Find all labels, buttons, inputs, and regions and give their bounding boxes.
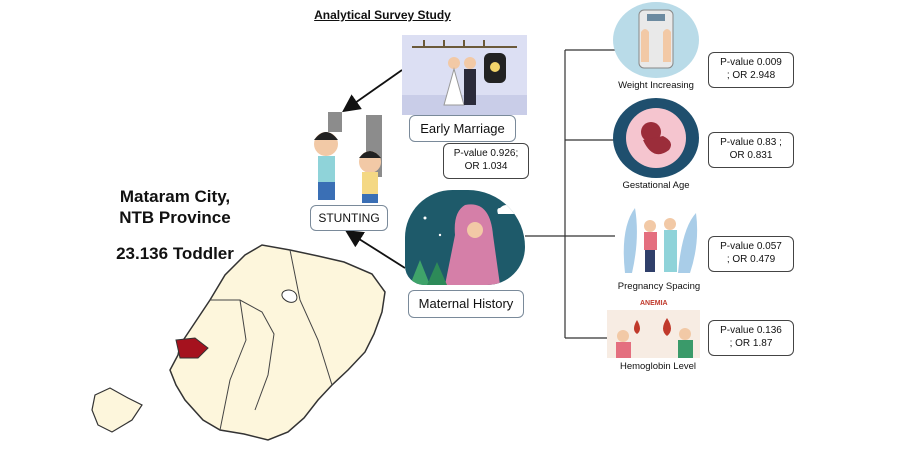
stunting-children-illustration <box>298 110 398 205</box>
factor-stat-weight-line2: ; OR 2.948 <box>726 70 776 81</box>
pregnancy-spacing-illustration <box>620 198 700 278</box>
map-border-1 <box>210 299 275 411</box>
factor-caption-hemoglobin: Hemoglobin Level <box>619 361 697 372</box>
map-border-2 <box>219 299 247 431</box>
weight-scale-illustration <box>613 2 699 78</box>
early-marriage-box: Early Marriage <box>409 115 516 142</box>
maternal-history-box: Maternal History <box>408 290 524 318</box>
map-border-3 <box>289 249 333 386</box>
location-label: Mataram City, NTB Province <box>95 186 255 228</box>
wedding-illustration <box>402 35 527 115</box>
factor-stat-gestational-line1: P-value 0.83 ; <box>720 137 782 148</box>
early-marriage-stat-line2: OR 1.034 <box>464 161 508 172</box>
anemia-label: ANEMIA <box>640 300 668 307</box>
map-lake <box>281 289 298 303</box>
factor-stats-hemoglobin: P-value 0.136 ; OR 1.87 <box>708 320 794 356</box>
population-label: 23.136 Toddler <box>116 244 234 263</box>
factor-stats-gestational: P-value 0.83 ; OR 0.831 <box>708 132 794 168</box>
factor-stat-hemoglobin-line1: P-value 0.136 <box>720 325 782 336</box>
factor-stat-spacing-line2: ; OR 0.479 <box>726 254 776 265</box>
early-marriage-stats: P-value 0.926; OR 1.034 <box>443 143 529 179</box>
factor-caption-spacing: Pregnancy Spacing <box>617 281 701 292</box>
factor-stat-gestational-line2: OR 0.831 <box>729 150 773 161</box>
maternal-illustration <box>405 190 525 285</box>
location-line2: NTB Province <box>119 208 231 227</box>
factor-stats-weight: P-value 0.009 ; OR 2.948 <box>708 52 794 88</box>
early-marriage-stat-line1: P-value 0.926; <box>453 148 519 159</box>
hemoglobin-illustration <box>607 310 700 358</box>
map-island <box>169 244 386 441</box>
factor-caption-weight: Weight Increasing <box>618 80 694 91</box>
stunting-box: STUNTING <box>310 205 388 231</box>
map-west-tip <box>91 387 143 433</box>
mataram-city-region <box>175 337 209 359</box>
diagram-title: Analytical Survey Study <box>314 8 451 22</box>
factor-stat-spacing-line1: P-value 0.057 <box>720 241 782 252</box>
factor-stats-spacing: P-value 0.057 ; OR 0.479 <box>708 236 794 272</box>
location-line1: Mataram City, <box>119 187 231 206</box>
factor-stat-weight-line1: P-value 0.009 <box>720 57 782 68</box>
fetus-illustration <box>613 98 699 178</box>
factor-caption-gestational: Gestational Age <box>622 180 690 191</box>
factor-stat-hemoglobin-line2: ; OR 1.87 <box>729 338 773 349</box>
